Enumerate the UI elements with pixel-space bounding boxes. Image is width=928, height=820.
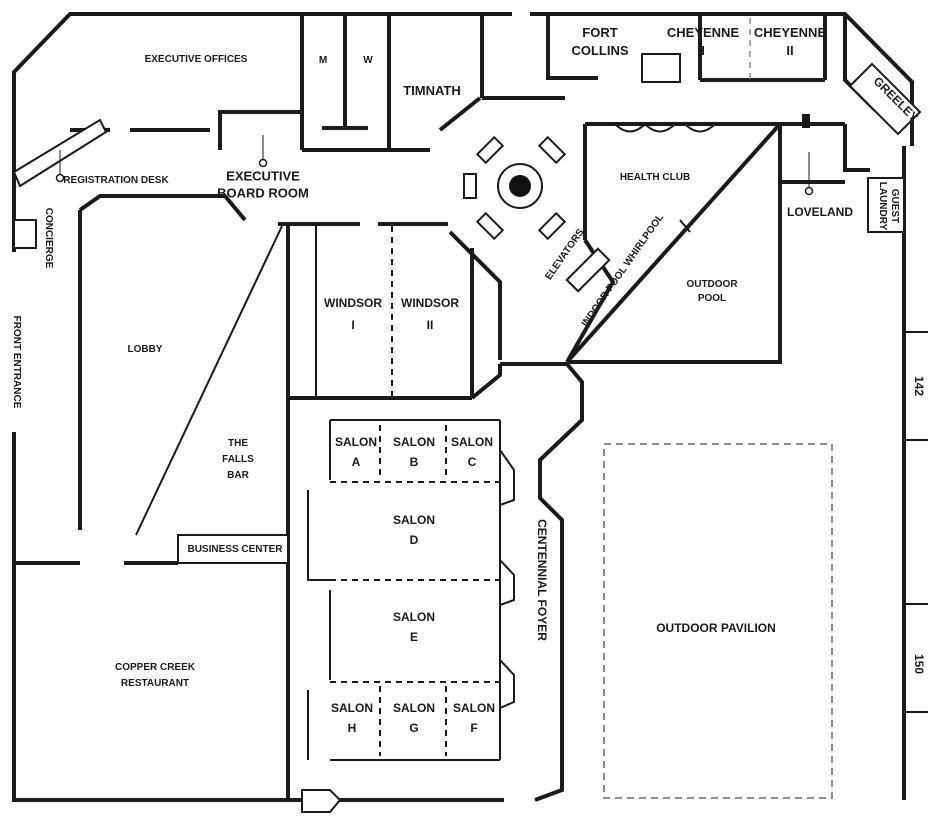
lobby-label: LOBBY — [128, 344, 163, 355]
fort-collins-label: FORT COLLINS — [571, 25, 628, 58]
registration-desk-label-line-1: REGISTRATION DESK — [63, 175, 169, 186]
fort-collins-label-line-1: FORT — [582, 25, 617, 40]
copper-creek-restaurant-label-line-1: COPPER CREEK — [115, 662, 196, 673]
executive-offices-label: EXECUTIVE OFFICES — [145, 54, 248, 65]
copper-creek-restaurant-label: COPPER CREEK RESTAURANT — [115, 662, 196, 689]
salon-g-label: SALON G — [393, 701, 435, 735]
executive-board-room-marker — [258, 158, 268, 168]
cheyenne-1-label-line-2: I — [701, 43, 705, 58]
salon-e-label: SALON E — [393, 610, 435, 644]
windsor-1-label-line-1: WINDSOR — [324, 296, 382, 310]
concierge-label: CONCIERGE — [43, 208, 54, 269]
salon-c-label: SALON C — [451, 435, 493, 469]
copper-creek-restaurant-label-line-2: RESTAURANT — [121, 678, 189, 689]
salon-e-label-line-2: E — [410, 630, 418, 644]
salon-a-label-line-2: A — [352, 455, 361, 469]
windsor-2-label-line-1: WINDSOR — [401, 296, 459, 310]
salon-h-label-line-2: H — [348, 721, 357, 735]
registration-desk-label: REGISTRATION DESK — [63, 175, 169, 186]
salon-e-label-line-1: SALON — [393, 610, 435, 624]
outdoor-pool-label-line-2: POOL — [698, 293, 726, 304]
windsor-2-label-line-2: II — [427, 318, 434, 332]
falls-bar-label: THE FALLS BAR — [222, 438, 254, 481]
elevator-bank — [565, 247, 611, 293]
atrium-planter-1 — [475, 135, 505, 165]
guest-laundry-label: GUESTLAUNDRY — [877, 182, 900, 231]
executive-offices-label-line-1: EXECUTIVE OFFICES — [145, 54, 248, 65]
room-142-label: 142 — [912, 376, 926, 396]
salon-a-label-line-1: SALON — [335, 435, 377, 449]
outdoor-pool-label: OUTDOOR POOL — [686, 279, 738, 304]
room-150-label: 150 — [912, 654, 926, 674]
outdoor-pavilion-label: OUTDOOR PAVILION — [656, 621, 776, 635]
front-entrance-label-line-1: FRONT ENTRANCE — [11, 316, 22, 409]
falls-bar-label-line-1: THE — [228, 438, 248, 449]
salon-f-label-line-1: SALON — [453, 701, 495, 715]
executive-board-room-label-line-2: BOARD ROOM — [217, 186, 309, 201]
loveland-label: LOVELAND — [787, 205, 853, 219]
timnath-label: TIMNATH — [403, 83, 461, 98]
salon-d-label-line-2: D — [410, 533, 419, 547]
outdoor-pool-label-line-1: OUTDOOR — [686, 279, 738, 290]
windsor-1-label-line-2: I — [351, 318, 354, 332]
registration-desk-marker — [55, 173, 65, 183]
salon-h-label: SALON H — [331, 701, 373, 735]
lobby-label-line-1: LOBBY — [128, 344, 163, 355]
atrium-center-dot — [509, 175, 531, 197]
concierge-label-line-1: CONCIERGE — [43, 208, 54, 269]
fort-collins-label-line-2: COLLINS — [571, 43, 628, 58]
loveland-marker — [804, 186, 814, 196]
business-center-label-line-1: BUSINESS CENTER — [187, 544, 283, 555]
business-center-label: BUSINESS CENTER — [187, 544, 283, 555]
m-restroom-label-line-1: M — [319, 55, 327, 66]
salon-a-label: SALON A — [335, 435, 377, 469]
outdoor-pavilion-label-line-1: OUTDOOR PAVILION — [656, 621, 776, 635]
cheyenne-1-label-line-1: CHEYENNE — [667, 25, 740, 40]
guest-laundry-label-line-1: GUEST — [889, 189, 900, 223]
cheyenne-1-label: CHEYENNE I — [667, 25, 740, 58]
salon-b-label-line-2: B — [410, 455, 419, 469]
executive-board-room-label-line-1: EXECUTIVE — [226, 169, 300, 184]
salon-d-label: SALON D — [393, 513, 435, 547]
walls — [12, 12, 928, 813]
falls-bar-label-line-3: BAR — [227, 470, 249, 481]
salon-c-label-line-2: C — [468, 455, 477, 469]
m-restroom-label: M — [319, 55, 327, 66]
atrium-planter-5 — [537, 211, 567, 241]
centennial-foyer-label-line-1: CENTENNIAL FOYER — [535, 519, 549, 641]
health-club-label: HEALTH CLUB — [620, 172, 690, 183]
timnath-label-line-1: TIMNATH — [403, 83, 461, 98]
falls-bar-label-line-2: FALLS — [222, 454, 254, 465]
salon-c-label-line-1: SALON — [451, 435, 493, 449]
cheyenne-2-label-line-1: CHEYENNE — [754, 25, 827, 40]
salon-g-label-line-2: G — [409, 721, 418, 735]
front-entrance-label: FRONT ENTRANCE — [11, 316, 22, 409]
guest-laundry-label-line-2: LAUNDRY — [877, 182, 888, 231]
health-club-label-line-1: HEALTH CLUB — [620, 172, 690, 183]
salon-h-label-line-1: SALON — [331, 701, 373, 715]
cheyenne-2-label: CHEYENNE II — [754, 25, 827, 58]
windsor-1-label: WINDSOR I — [324, 296, 382, 332]
atrium-planter-3 — [463, 173, 477, 199]
salon-d-label-line-1: SALON — [393, 513, 435, 527]
salon-g-label-line-1: SALON — [393, 701, 435, 715]
salon-f-label: SALON F — [453, 701, 495, 735]
salon-b-label-line-1: SALON — [393, 435, 435, 449]
cheyenne-2-label-line-2: II — [786, 43, 793, 58]
executive-board-room-label: EXECUTIVE BOARD ROOM — [217, 169, 309, 201]
loveland-label-line-1: LOVELAND — [787, 205, 853, 219]
centennial-foyer-label: CENTENNIAL FOYER — [535, 519, 549, 641]
windsor-2-label: WINDSOR II — [401, 296, 459, 332]
salon-f-label-line-2: F — [470, 721, 477, 735]
w-restroom-label: W — [363, 55, 373, 66]
salon-b-label: SALON B — [393, 435, 435, 469]
atrium-planter-4 — [475, 211, 505, 241]
atrium-planter-2 — [537, 135, 567, 165]
w-restroom-label-line-1: W — [363, 55, 373, 66]
